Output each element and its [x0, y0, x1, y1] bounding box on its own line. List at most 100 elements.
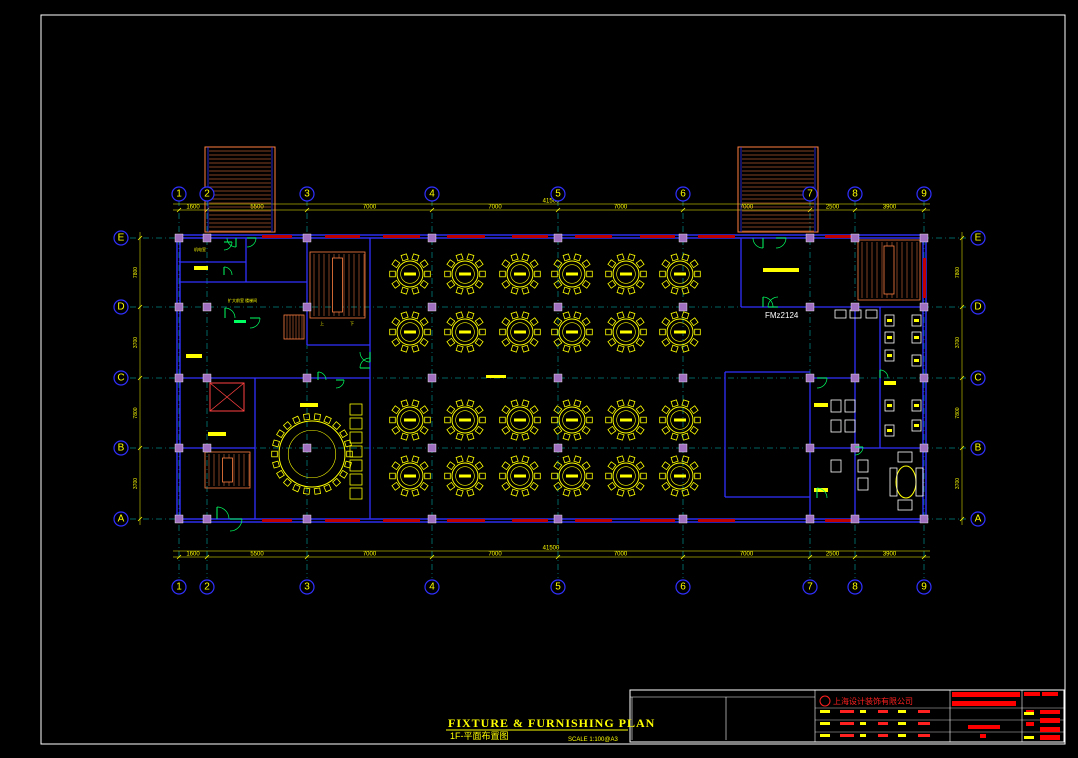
chair	[400, 311, 409, 320]
grid-bubble-label: 2	[204, 582, 210, 593]
column	[427, 443, 437, 453]
chair	[573, 488, 582, 497]
chair	[444, 328, 451, 336]
chair	[466, 286, 475, 295]
dim-label-right: 7800	[955, 267, 961, 278]
window-bottom	[640, 519, 675, 522]
title-block-entry	[820, 710, 830, 713]
table-centerpiece	[620, 330, 632, 334]
dim-tick	[137, 516, 143, 522]
banquet-table	[396, 406, 424, 434]
chair	[339, 469, 348, 479]
chair	[391, 259, 401, 269]
grid-bubble-label: C	[117, 373, 124, 384]
toilet	[884, 331, 895, 344]
sideboard-unit	[349, 487, 363, 500]
chair	[627, 344, 636, 353]
toilet-seat	[887, 354, 892, 357]
banquet-table-lazy-susan	[562, 466, 582, 486]
toilet	[884, 399, 895, 412]
chair	[411, 286, 420, 295]
grid-bubble-col-8	[847, 186, 863, 202]
chair	[689, 405, 699, 415]
stairs	[204, 146, 921, 489]
chair	[562, 455, 571, 464]
grid-bubble-label: D	[117, 302, 124, 313]
column	[850, 443, 860, 453]
chair	[529, 461, 539, 471]
chair	[455, 488, 464, 497]
chair	[411, 488, 420, 497]
sideboard-unit	[349, 417, 363, 430]
chair	[586, 416, 593, 424]
banquet-table-lazy-susan	[562, 264, 582, 284]
chair	[681, 286, 690, 295]
chair	[551, 416, 558, 424]
title-block-entry	[860, 722, 866, 725]
door	[752, 237, 764, 249]
chair	[562, 253, 571, 262]
grid-bubble-label: 1	[176, 189, 182, 200]
window-top	[325, 235, 360, 238]
chair	[562, 432, 571, 441]
chair	[689, 279, 699, 289]
chair	[581, 461, 591, 471]
chair	[694, 416, 701, 424]
service-marker	[208, 432, 226, 436]
armchair	[897, 451, 913, 463]
grid-bubble-col-9	[916, 579, 932, 595]
chair	[640, 416, 647, 424]
banquet-table-lazy-susan	[400, 466, 420, 486]
chair	[607, 461, 617, 471]
chair	[479, 270, 486, 278]
chair	[562, 286, 571, 295]
table-centerpiece	[404, 272, 416, 276]
column	[805, 443, 815, 453]
banquet-table	[612, 318, 640, 346]
column	[919, 302, 929, 312]
chair	[411, 344, 420, 353]
door	[359, 351, 371, 363]
chair	[282, 477, 292, 487]
chair	[681, 253, 690, 262]
chair	[323, 483, 332, 493]
room-label-machine: 机电室	[194, 246, 206, 252]
chair	[659, 472, 666, 480]
dim-label-top: 7000	[614, 205, 628, 211]
chair	[499, 270, 506, 278]
table-centerpiece	[566, 272, 578, 276]
chair	[391, 317, 401, 327]
chair	[303, 413, 311, 421]
banquet-table-lazy-susan	[616, 410, 636, 430]
grid-bubble-col-3	[299, 579, 315, 595]
title-block: 上海设计装饰有限公司	[629, 689, 1065, 743]
chair	[635, 279, 645, 289]
banquet-table	[506, 462, 534, 490]
chair	[400, 344, 409, 353]
chair	[553, 405, 563, 415]
chair	[670, 488, 679, 497]
door	[816, 487, 828, 499]
banquet-table	[451, 260, 479, 288]
fixture-box	[857, 459, 869, 473]
chair	[424, 472, 431, 480]
chair	[411, 455, 420, 464]
door-swing	[223, 241, 233, 251]
column	[174, 514, 184, 524]
column	[919, 233, 929, 243]
chair	[562, 488, 571, 497]
table-centerpiece	[566, 418, 578, 422]
chair	[400, 399, 409, 408]
chair	[635, 259, 645, 269]
door-swing	[359, 351, 371, 363]
chair	[479, 328, 486, 336]
toilet	[911, 314, 922, 327]
chair	[573, 311, 582, 320]
window-top	[640, 235, 675, 238]
chair	[635, 405, 645, 415]
chair	[681, 344, 690, 353]
chair	[551, 472, 558, 480]
chair	[389, 270, 396, 278]
dim-label-top: 3900	[883, 205, 897, 211]
chair	[303, 487, 311, 495]
